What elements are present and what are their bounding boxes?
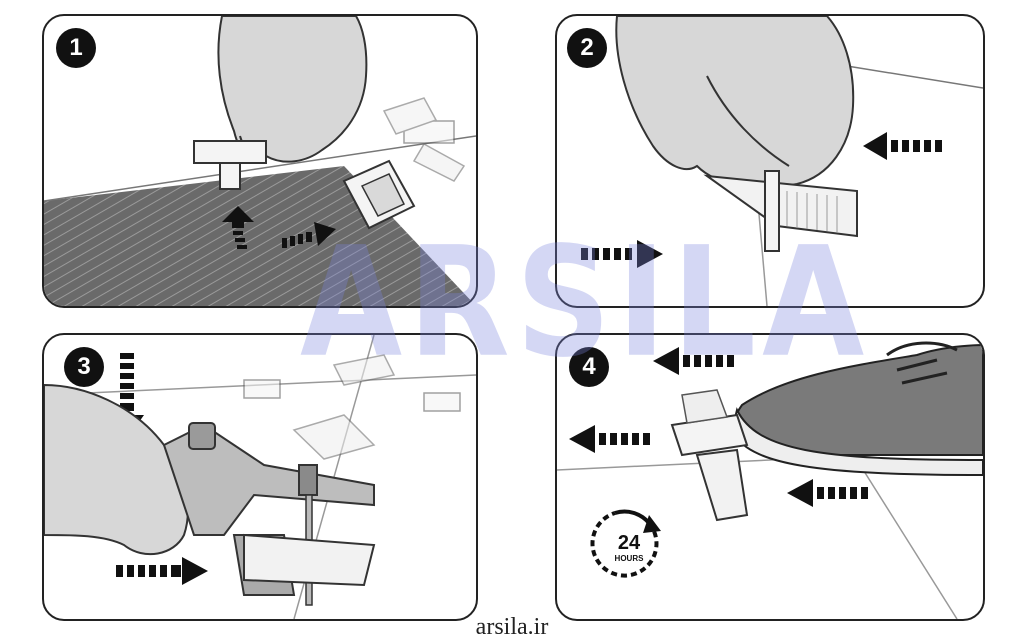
leveling-clip	[670, 389, 749, 457]
step-panel-1: 1	[42, 14, 478, 308]
leveling-clip-background	[243, 354, 461, 460]
leveling-clip	[764, 170, 780, 252]
step-panel-4: 4 24 HOURS	[555, 333, 985, 621]
shoe	[730, 341, 983, 477]
step-1-illustration	[44, 16, 476, 306]
step-3-illustration	[44, 335, 476, 619]
arrow-right-icon	[282, 222, 336, 248]
arrow-left-icon	[653, 347, 734, 375]
wedge	[695, 448, 749, 522]
timer-value: 24	[617, 532, 641, 554]
step-2-illustration	[581, 16, 983, 306]
leveling-clip	[193, 140, 267, 164]
step-number-badge: 2	[567, 28, 607, 68]
step-number-badge: 1	[56, 28, 96, 68]
arrow-right-icon	[581, 240, 663, 268]
arrow-left-icon	[569, 425, 650, 453]
leveling-clip-standing	[342, 159, 416, 230]
step-number-badge: 3	[64, 347, 104, 387]
arrow-right-icon	[116, 557, 208, 585]
arrow-up-icon	[222, 206, 254, 249]
step-panel-3: 3	[42, 333, 478, 621]
timer-unit: HOURS	[614, 554, 644, 563]
hand	[615, 16, 855, 189]
leveling-clip-background	[382, 97, 466, 182]
step-panel-2: 2	[555, 14, 985, 308]
site-url: arsila.ir	[475, 614, 549, 640]
arrow-left-icon	[863, 132, 942, 160]
wedge	[243, 533, 376, 587]
wedge	[703, 174, 858, 238]
arrow-left-icon	[787, 479, 868, 507]
clock-24h-icon	[590, 509, 661, 578]
step-number-badge: 4	[569, 347, 609, 387]
hand	[44, 383, 189, 555]
hand	[217, 16, 368, 163]
step-4-illustration	[557, 341, 983, 619]
tile-surface	[44, 166, 476, 306]
